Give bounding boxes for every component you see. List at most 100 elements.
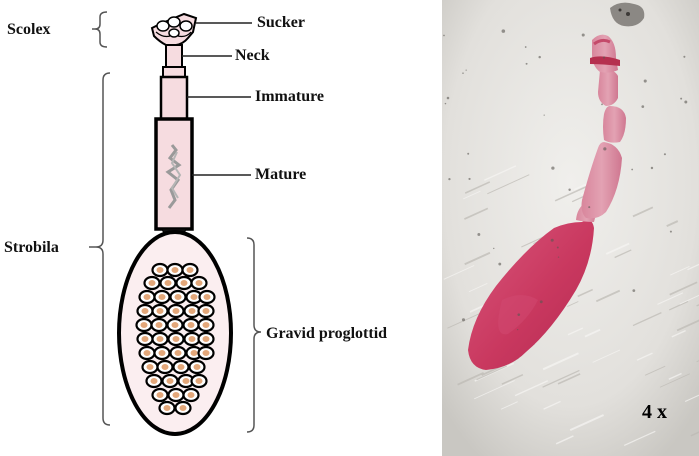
fiber-strand bbox=[623, 430, 656, 446]
egg-core bbox=[156, 308, 164, 314]
egg-core bbox=[161, 364, 169, 370]
speck bbox=[683, 55, 686, 58]
neck-label: Neck bbox=[235, 47, 270, 64]
speck bbox=[517, 328, 519, 331]
fiber-strand bbox=[671, 329, 686, 338]
egg-core bbox=[202, 308, 210, 314]
egg-core bbox=[166, 378, 174, 384]
scolex-label: Scolex bbox=[7, 21, 51, 38]
speck bbox=[465, 69, 467, 71]
fiber-strand bbox=[567, 301, 579, 307]
strobila-bracket bbox=[95, 72, 111, 426]
fiber-strand bbox=[632, 312, 662, 327]
egg-core bbox=[203, 294, 211, 300]
fiber-strand bbox=[595, 289, 621, 303]
speck bbox=[663, 153, 666, 156]
fiber-strand bbox=[569, 414, 604, 432]
fiber-strand bbox=[487, 174, 530, 195]
speck bbox=[543, 114, 545, 116]
fiber-strand bbox=[632, 206, 654, 218]
tapeworm-specimen bbox=[468, 34, 626, 370]
speck bbox=[462, 72, 464, 74]
egg-core bbox=[163, 405, 171, 411]
speck bbox=[568, 188, 571, 192]
fiber-strand bbox=[666, 220, 679, 228]
fiber-strand bbox=[687, 263, 699, 271]
egg-core bbox=[180, 280, 188, 286]
speck bbox=[588, 206, 591, 209]
egg-core bbox=[193, 364, 201, 370]
micrograph-photo bbox=[442, 0, 699, 456]
immature-label: Immature bbox=[255, 88, 325, 105]
fiber-strand bbox=[668, 300, 689, 311]
sucker-center bbox=[167, 16, 181, 28]
egg-core bbox=[190, 350, 198, 356]
fiber-strand bbox=[464, 207, 489, 220]
fiber-strand bbox=[457, 371, 485, 386]
scolex-head bbox=[150, 12, 198, 46]
egg-core bbox=[172, 392, 180, 398]
egg-core bbox=[187, 392, 195, 398]
fiber-strand bbox=[659, 373, 691, 388]
sucker-label: Sucker bbox=[257, 14, 305, 31]
scolex-bracket bbox=[94, 11, 108, 48]
speck bbox=[602, 56, 606, 59]
egg-core bbox=[182, 378, 190, 384]
egg-core bbox=[190, 294, 198, 300]
fiber-strand bbox=[542, 369, 580, 388]
speck bbox=[551, 166, 555, 170]
egg-core bbox=[179, 405, 187, 411]
fiber-strand bbox=[605, 242, 630, 255]
sucker-right bbox=[179, 20, 193, 32]
speck bbox=[632, 289, 636, 293]
speck bbox=[641, 105, 645, 108]
speck bbox=[669, 230, 672, 233]
tapeworm-schematic bbox=[89, 11, 262, 436]
fiber-strand bbox=[542, 352, 579, 371]
stain-speckles bbox=[443, 29, 688, 331]
speck bbox=[550, 238, 554, 242]
speck bbox=[446, 96, 450, 100]
fiber-strand bbox=[644, 365, 666, 376]
egg-core bbox=[143, 350, 151, 356]
egg-core bbox=[171, 322, 179, 328]
sucker-left bbox=[156, 20, 170, 32]
speck bbox=[556, 246, 559, 249]
egg-core bbox=[164, 280, 172, 286]
egg-core bbox=[155, 322, 163, 328]
fiber-strand bbox=[464, 251, 491, 266]
fiber-strand bbox=[557, 373, 581, 385]
fiber-strand bbox=[464, 181, 491, 194]
gravid-bracket bbox=[246, 237, 262, 433]
egg-core bbox=[174, 294, 182, 300]
fiber-strand bbox=[669, 281, 698, 296]
egg-core bbox=[158, 294, 166, 300]
speck bbox=[501, 29, 506, 33]
neck-segment bbox=[165, 44, 183, 68]
egg-core bbox=[156, 336, 164, 342]
egg-core bbox=[143, 294, 151, 300]
fiber-strand bbox=[592, 349, 621, 363]
fiber-strand bbox=[543, 400, 561, 410]
fiber-strand bbox=[567, 327, 584, 336]
egg-core bbox=[141, 336, 149, 342]
fiber-strand bbox=[684, 394, 699, 403]
fiber-strand bbox=[500, 401, 518, 410]
egg-core bbox=[158, 350, 166, 356]
egg-core bbox=[202, 350, 210, 356]
fiber-strand bbox=[614, 249, 632, 259]
speck bbox=[468, 177, 471, 181]
magnification-label: 4 x bbox=[642, 401, 667, 423]
egg-core bbox=[146, 364, 154, 370]
speck bbox=[444, 102, 447, 105]
fiber-strand bbox=[473, 380, 515, 400]
fiber-strand bbox=[484, 165, 517, 181]
speck bbox=[650, 166, 654, 170]
fiber-strand bbox=[555, 435, 574, 445]
egg-core bbox=[156, 267, 164, 273]
fiber-strand bbox=[577, 288, 594, 298]
fiber-strand bbox=[584, 328, 601, 338]
mature-segment bbox=[154, 117, 194, 231]
fiber-strand bbox=[468, 283, 488, 293]
